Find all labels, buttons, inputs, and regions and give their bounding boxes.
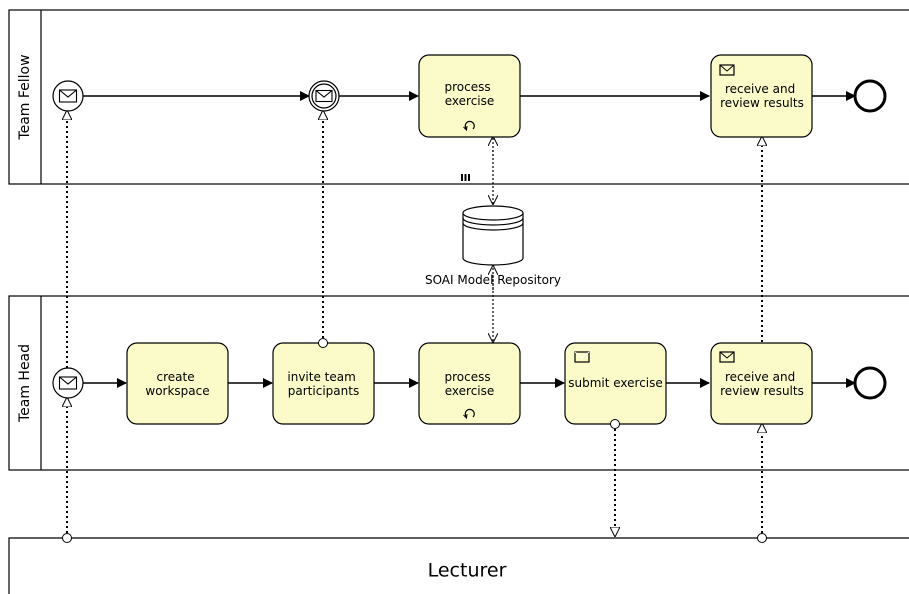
task-label-line: receive and — [725, 370, 795, 384]
task-label-line: participants — [288, 384, 359, 398]
message-flow-source-markers — [62, 338, 767, 543]
task-fellow-receive-review[interactable]: receive and review results — [710, 54, 813, 138]
task-label-line: submit exercise — [568, 376, 663, 390]
task-head-receive-review[interactable]: receive and review results — [710, 342, 813, 425]
svg-text:invite team participants: invite team participants — [287, 370, 359, 398]
svg-text:create workspace: create workspace — [145, 370, 209, 398]
data-store-soai-model-repository[interactable]: SOAI Model Repository — [425, 205, 561, 287]
end-event-head[interactable] — [853, 366, 887, 400]
envelope-icon — [719, 351, 735, 363]
loop-icon — [463, 120, 475, 132]
task-label-line: invite team — [287, 370, 355, 384]
envelope-icon — [58, 376, 78, 390]
task-head-process-exercise[interactable]: process exercise — [418, 342, 521, 425]
task-label-line: review results — [720, 96, 804, 110]
svg-text:process exercise: process exercise — [445, 80, 495, 108]
message-start-event-fellow[interactable] — [52, 80, 84, 112]
pool-label-lecturer: Lecturer — [428, 560, 507, 582]
task-label-line: review results — [720, 384, 804, 398]
pool-label-team-head: Team Head — [17, 344, 33, 423]
task-fellow-process-exercise[interactable]: process exercise — [418, 54, 521, 138]
envelope-icon — [58, 89, 78, 103]
end-circle-icon — [853, 79, 887, 113]
loop-icon — [463, 408, 475, 420]
pool-lecturer: Lecturer — [8, 537, 909, 594]
end-circle-icon — [853, 366, 887, 400]
svg-text:receive and review resul: receive and review results — [720, 370, 804, 398]
filled-envelope-icon — [574, 351, 590, 363]
task-label-line: workspace — [145, 384, 209, 398]
envelope-icon — [315, 89, 333, 103]
message-start-event-head[interactable] — [52, 367, 84, 399]
task-label-line: process — [445, 80, 491, 94]
task-submit-exercise[interactable]: submit exercise — [564, 342, 667, 425]
task-label-line: exercise — [445, 384, 495, 398]
task-label-line: create — [157, 370, 195, 384]
data-store-label: SOAI Model Repository — [425, 273, 561, 287]
task-label-line: exercise — [445, 94, 495, 108]
pool-label-team-fellow: Team Fellow — [17, 54, 33, 140]
pool-team-head: Team Head — [8, 295, 909, 471]
svg-text:process exercise: process exercise — [445, 370, 495, 398]
message-intermediate-catch-event[interactable] — [308, 80, 340, 112]
envelope-icon — [719, 64, 735, 76]
message-flows — [67, 111, 762, 538]
pool-team-fellow: Team Fellow — [8, 9, 909, 185]
task-label-line: receive and — [725, 82, 795, 96]
end-event-fellow[interactable] — [853, 79, 887, 113]
task-invite-team-participants[interactable]: invite team participants — [272, 342, 375, 425]
task-create-workspace[interactable]: create workspace — [126, 342, 229, 425]
task-label-line: process — [445, 370, 491, 384]
svg-text:receive and review resul: receive and review results — [720, 82, 804, 110]
parallel-bars-icon — [461, 174, 470, 181]
